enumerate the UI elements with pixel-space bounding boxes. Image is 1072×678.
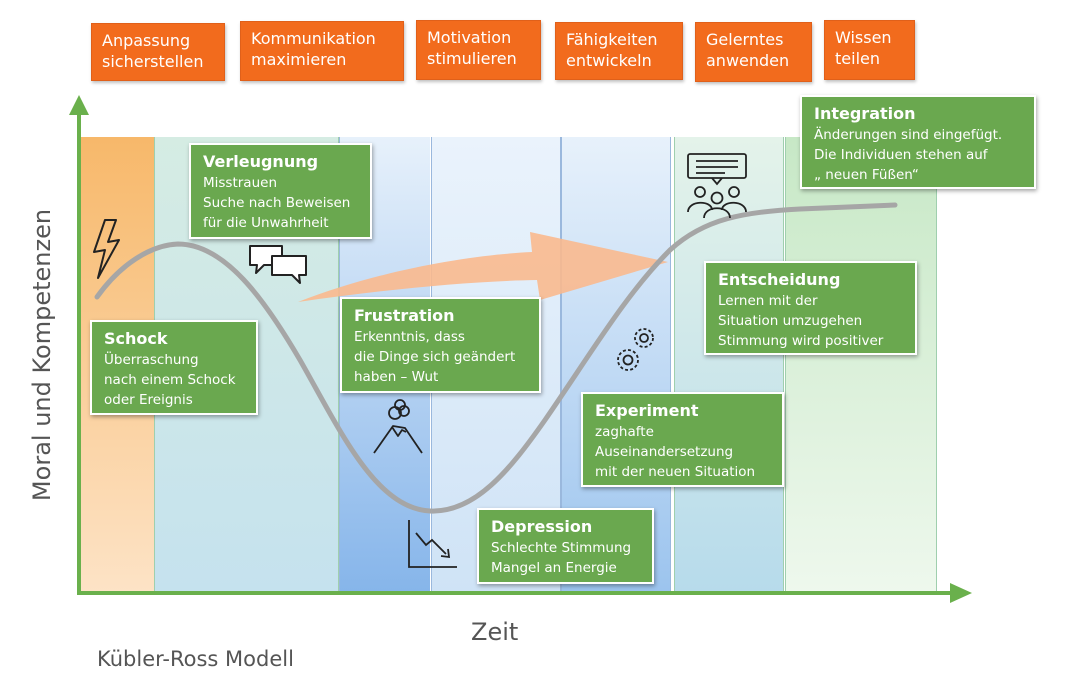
y-axis-arrowhead bbox=[69, 95, 89, 115]
stage-box-experiment: Experiment zaghafte Auseinandersetzung m… bbox=[581, 392, 784, 487]
stage-box-schock: Schock Überraschung nach einem Schock od… bbox=[90, 320, 258, 415]
gears-icon bbox=[617, 328, 654, 371]
stage-title: Depression bbox=[491, 517, 593, 536]
declining-chart-icon bbox=[408, 520, 457, 568]
stage-title: Verleugnung bbox=[203, 152, 319, 171]
speech-bubbles-icon bbox=[249, 245, 307, 284]
x-axis-label: Zeit bbox=[471, 618, 519, 646]
top-label-gelerntes: Gelerntes anwenden bbox=[695, 22, 812, 82]
stage-box-integration: Integration Änderungen sind eingefügt. D… bbox=[800, 95, 1036, 189]
top-label-motivation: Motivation stimulieren bbox=[416, 20, 541, 80]
stage-title: Entscheidung bbox=[718, 270, 841, 289]
volcano-icon bbox=[373, 399, 423, 454]
diagram-caption: Kübler-Ross Modell bbox=[97, 647, 294, 671]
stage-title: Integration bbox=[814, 104, 916, 123]
progress-arrow bbox=[298, 232, 668, 302]
y-axis-label: Moral und Kompetenzen bbox=[28, 208, 56, 502]
stage-box-verleugnung: Verleugnung Misstrauen Suche nach Beweis… bbox=[189, 143, 372, 239]
top-label-wissen: Wissen teilen bbox=[824, 20, 915, 80]
stage-box-entscheidung: Entscheidung Lernen mit der Situation um… bbox=[704, 261, 917, 355]
top-label-kommunikation: Kommunikation maximieren bbox=[240, 21, 404, 81]
top-label-faehigkeiten: Fähigkeiten entwickeln bbox=[555, 22, 683, 80]
phase-column-integration bbox=[785, 137, 937, 592]
x-axis-arrowhead bbox=[950, 583, 972, 603]
stage-box-depression: Depression Schlechte Stimmung Mangel an … bbox=[477, 508, 654, 584]
stage-title: Experiment bbox=[595, 401, 699, 420]
stage-title: Schock bbox=[104, 329, 168, 348]
top-label-anpassung: Anpassung sicherstellen bbox=[91, 23, 225, 81]
stage-box-frustration: Frustration Erkenntnis, dass die Dinge s… bbox=[340, 297, 541, 393]
presentation-team-icon bbox=[687, 153, 747, 219]
change-curve bbox=[94, 202, 898, 514]
lightning-icon bbox=[93, 219, 120, 279]
stage-title: Frustration bbox=[354, 306, 455, 325]
